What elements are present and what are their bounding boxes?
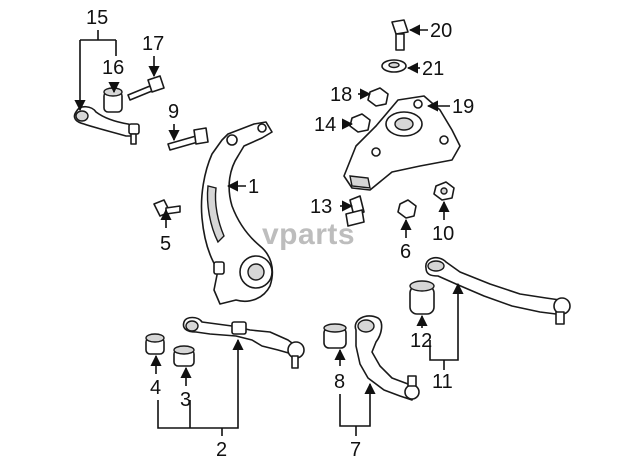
- callout-21: 21: [422, 58, 444, 80]
- callout-18: 18: [330, 84, 352, 106]
- part-13-bolt: [345, 195, 365, 227]
- part-8-bushing: [323, 323, 347, 349]
- part-16-bushing: [103, 87, 123, 113]
- part-17-bolt: [127, 75, 165, 101]
- callout-12: 12: [410, 330, 432, 352]
- callout-20: 20: [430, 20, 452, 42]
- callout-6: 6: [400, 241, 411, 263]
- part-2-lower-arm: [182, 316, 305, 369]
- part-9-bolt: [167, 127, 209, 151]
- part-6-nut: [397, 199, 417, 219]
- callout-3: 3: [180, 389, 191, 411]
- callout-15: 15: [86, 7, 108, 29]
- callout-4: 4: [150, 377, 161, 399]
- part-12-bushing: [409, 280, 435, 315]
- callout-13: 13: [310, 196, 332, 218]
- callout-16: 16: [102, 57, 124, 79]
- callout-11: 11: [432, 371, 453, 393]
- callout-14: 14: [314, 114, 336, 136]
- callout-7: 7: [350, 439, 361, 461]
- watermark-logo: vparts: [262, 218, 355, 251]
- callout-8: 8: [334, 371, 345, 393]
- part-14-nut: [349, 113, 371, 133]
- part-18-nut: [367, 87, 389, 107]
- leader-lines: [74, 24, 464, 436]
- part-11-lower-arm: [425, 256, 571, 325]
- part-5-bolt: [153, 199, 181, 217]
- callout-5: 5: [160, 233, 171, 255]
- callout-labels: 15 16 17 9 1 5 4 3 2 8 7 13 6 10 12 11 1…: [86, 7, 474, 461]
- part-3-bushing: [173, 345, 195, 367]
- callout-10: 10: [432, 223, 454, 245]
- part-19-mount-bracket: [343, 95, 461, 191]
- part-15-upper-arm: [73, 105, 140, 145]
- part-21-washer: [381, 59, 407, 73]
- callout-1: 1: [248, 176, 259, 198]
- callout-2: 2: [216, 439, 227, 461]
- part-7-lower-arm: [354, 315, 420, 401]
- part-10-nut: [433, 181, 455, 201]
- part-4-bushing: [145, 333, 165, 355]
- callout-19: 19: [452, 96, 474, 118]
- part-1-steering-knuckle: [200, 121, 274, 305]
- part-20-bolt: [391, 19, 409, 51]
- callout-9: 9: [168, 101, 179, 123]
- callout-17: 17: [142, 33, 164, 55]
